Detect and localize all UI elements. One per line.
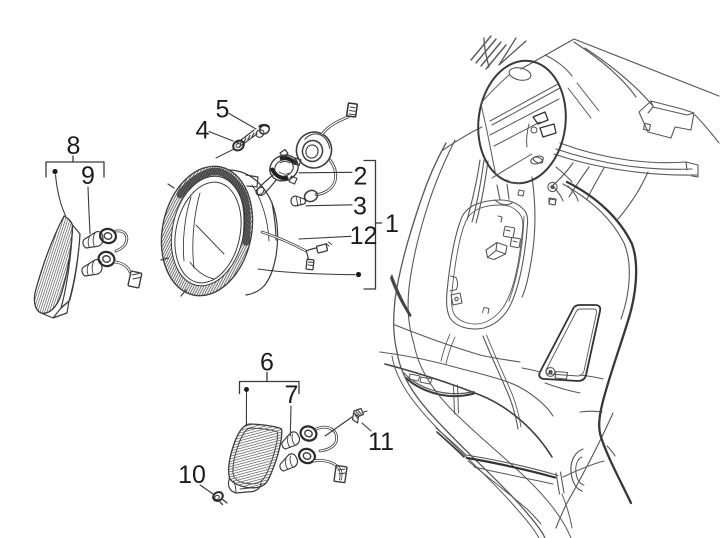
svg-text:1: 1: [385, 210, 399, 238]
svg-text:11: 11: [368, 428, 394, 456]
svg-text:2: 2: [354, 163, 368, 191]
svg-text:3: 3: [353, 193, 367, 221]
svg-text:9: 9: [81, 162, 95, 190]
svg-text:6: 6: [260, 349, 274, 377]
svg-text:8: 8: [67, 132, 81, 160]
svg-text:10: 10: [178, 461, 206, 489]
svg-text:4: 4: [196, 117, 210, 145]
svg-text:5: 5: [216, 96, 230, 124]
svg-text:7: 7: [285, 381, 299, 409]
svg-text:12: 12: [350, 222, 378, 250]
